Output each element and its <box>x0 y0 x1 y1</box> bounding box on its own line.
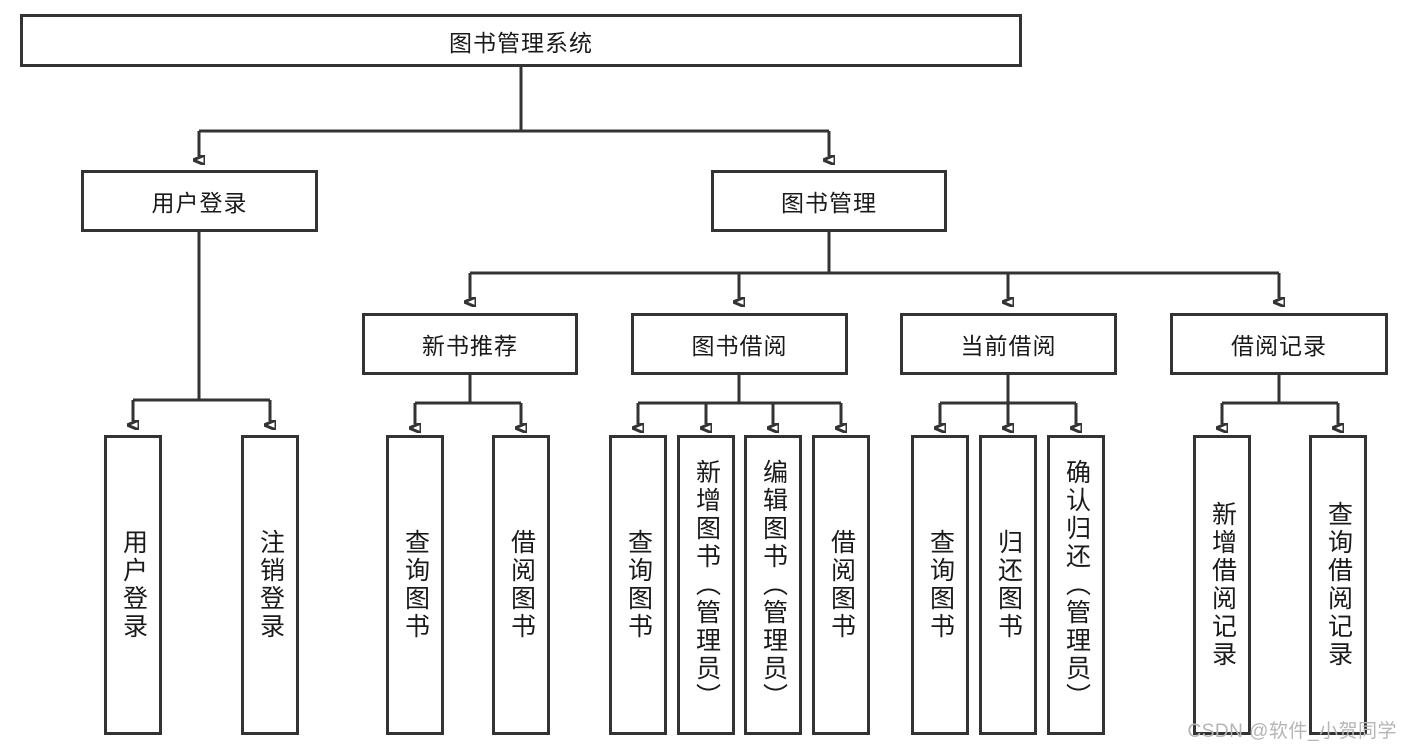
leaf-record-query-borrow-record[interactable]: 查询借阅记录 <box>1309 435 1367 735</box>
node-current-borrow[interactable]: 当前借阅 <box>900 313 1117 375</box>
leaf-borrow-add-book-admin[interactable]: 新增图书（管理员） <box>677 435 735 735</box>
leaf-current-return-book[interactable]: 归还图书 <box>979 435 1037 735</box>
node-label: 查询图书 <box>401 529 430 641</box>
node-book-borrow[interactable]: 图书借阅 <box>631 313 848 375</box>
node-label: 借阅记录 <box>1231 333 1327 359</box>
node-label: 确认归还（管理员） <box>1062 459 1091 711</box>
leaf-record-add-borrow-record[interactable]: 新增借阅记录 <box>1193 435 1251 735</box>
node-label: 图书管理 <box>781 190 877 216</box>
node-user-login[interactable]: 用户登录 <box>81 170 318 232</box>
node-label: 借阅图书 <box>827 529 856 641</box>
leaf-user-login[interactable]: 用户登录 <box>104 435 162 735</box>
leaf-current-confirm-return-admin[interactable]: 确认归还（管理员） <box>1047 435 1105 735</box>
node-label: 归还图书 <box>994 529 1023 641</box>
node-label: 图书借阅 <box>691 333 788 359</box>
node-label: 用户登录 <box>119 529 148 641</box>
node-borrow-record[interactable]: 借阅记录 <box>1170 313 1388 375</box>
node-root-book-management-system[interactable]: 图书管理系统 <box>20 14 1022 67</box>
node-label: 图书管理系统 <box>449 29 593 56</box>
node-label: 新增借阅记录 <box>1208 501 1237 669</box>
leaf-recommend-borrow-book[interactable]: 借阅图书 <box>492 435 550 735</box>
node-label: 查询图书 <box>624 529 653 641</box>
node-label: 查询图书 <box>926 529 955 641</box>
node-label: 新增图书（管理员） <box>692 459 721 711</box>
leaf-borrow-edit-book-admin[interactable]: 编辑图书（管理员） <box>744 435 802 735</box>
leaf-borrow-borrow-book[interactable]: 借阅图书 <box>812 435 870 735</box>
leaf-current-query-book[interactable]: 查询图书 <box>911 435 969 735</box>
node-book-management[interactable]: 图书管理 <box>711 170 947 232</box>
node-label: 借阅图书 <box>507 529 536 641</box>
leaf-user-logout[interactable]: 注销登录 <box>241 435 299 735</box>
node-label: 用户登录 <box>151 190 248 216</box>
node-label: 当前借阅 <box>960 333 1057 359</box>
node-new-book-recommend[interactable]: 新书推荐 <box>362 313 578 375</box>
node-label: 新书推荐 <box>422 333 518 359</box>
node-label: 编辑图书（管理员） <box>759 459 788 711</box>
watermark: CSDN @软件_小贺同学 <box>1187 721 1397 742</box>
node-label: 注销登录 <box>256 529 285 641</box>
leaf-recommend-query-book[interactable]: 查询图书 <box>386 435 444 735</box>
node-label: 查询借阅记录 <box>1324 501 1353 669</box>
leaf-borrow-query-book[interactable]: 查询图书 <box>609 435 667 735</box>
